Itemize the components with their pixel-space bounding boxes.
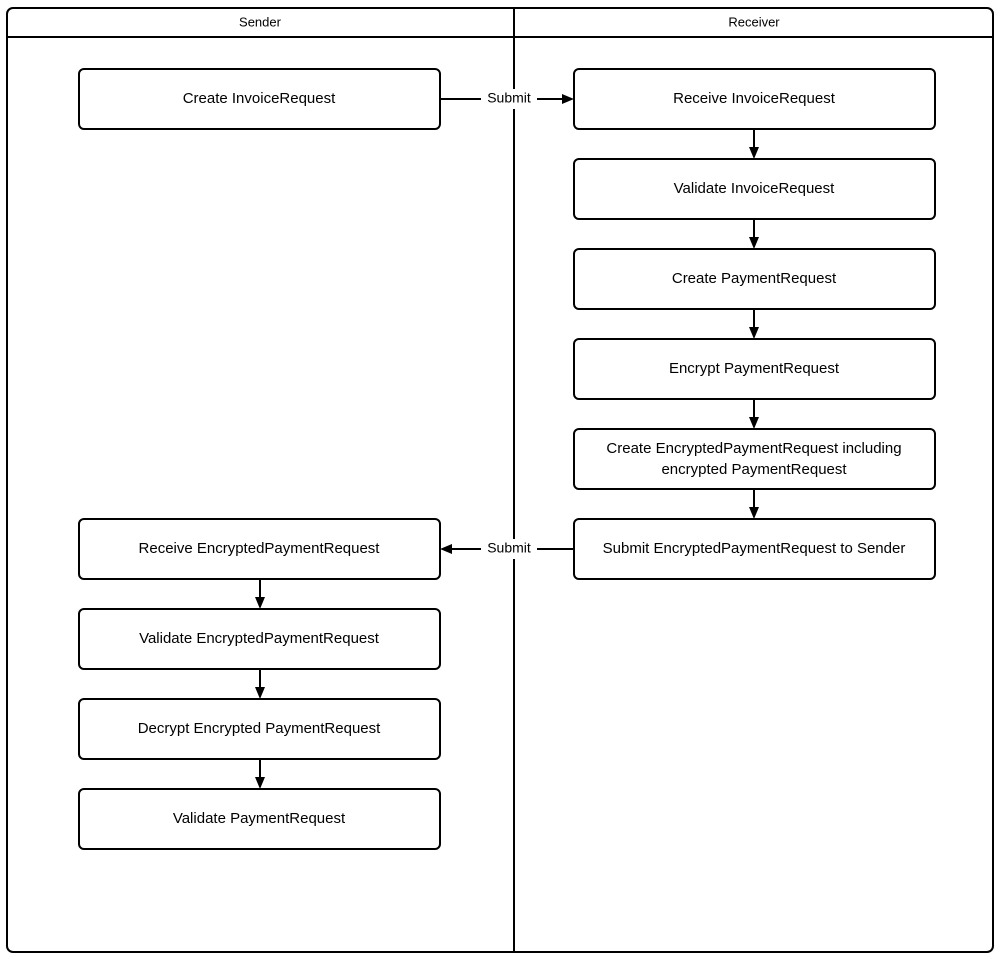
node-decrypt-encrypted-paymentrequest[interactable]: Decrypt Encrypted PaymentRequest <box>78 698 441 760</box>
edge-n2-n3 <box>749 129 759 159</box>
node-box-n5[interactable] <box>573 338 936 400</box>
node-box-n11[interactable] <box>78 788 441 850</box>
node-box-n4[interactable] <box>573 248 936 310</box>
edge-label-bg-e7 <box>481 539 537 559</box>
node-label-n1: Create InvoiceRequest <box>183 90 336 107</box>
node-label-n8: Receive EncryptedPaymentRequest <box>139 540 381 557</box>
node-label-n9: Validate EncryptedPaymentRequest <box>139 630 380 647</box>
edge-n10-n11 <box>255 759 265 789</box>
arrow-head-e4 <box>749 327 759 339</box>
lane-title-sender: Sender <box>239 14 282 29</box>
edge-n6-n7 <box>749 489 759 519</box>
node-label-n2: Receive InvoiceRequest <box>673 90 836 107</box>
arrow-head-e9 <box>255 687 265 699</box>
node-box-n10[interactable] <box>78 698 441 760</box>
node-label-n7: Submit EncryptedPaymentRequest to Sender <box>603 540 906 557</box>
node-label-n6-line1: Create EncryptedPaymentRequest including <box>606 440 901 457</box>
arrow-head-e10 <box>255 777 265 789</box>
node-box-n8[interactable] <box>78 518 441 580</box>
edge-n3-n4 <box>749 219 759 249</box>
lane-header-sender: Sender <box>239 14 282 29</box>
node-validate-encryptedpaymentrequest[interactable]: Validate EncryptedPaymentRequest <box>78 608 441 670</box>
node-label-n6-line2: encrypted PaymentRequest <box>661 461 847 478</box>
node-box-n3[interactable] <box>573 158 936 220</box>
node-label-n10: Decrypt Encrypted PaymentRequest <box>138 720 381 737</box>
node-box-n1[interactable] <box>78 68 441 130</box>
lane-frame <box>6 7 994 953</box>
node-create-invoicerequest[interactable]: Create InvoiceRequest <box>78 68 441 130</box>
node-box-n9[interactable] <box>78 608 441 670</box>
edge-n5-n6 <box>749 399 759 429</box>
node-validate-invoicerequest[interactable]: Validate InvoiceRequest <box>573 158 936 220</box>
arrow-head-e2 <box>749 147 759 159</box>
node-create-encryptedpaymentrequest[interactable]: Create EncryptedPaymentRequest including… <box>573 428 936 490</box>
lane-title-receiver: Receiver <box>728 14 780 29</box>
node-box-n2[interactable] <box>573 68 936 130</box>
node-validate-paymentrequest[interactable]: Validate PaymentRequest <box>78 788 441 850</box>
arrow-head-e3 <box>749 237 759 249</box>
node-create-paymentrequest[interactable]: Create PaymentRequest <box>573 248 936 310</box>
edge-n4-n5 <box>749 309 759 339</box>
arrow-head-e5 <box>749 417 759 429</box>
diagram-outer-border <box>6 7 994 953</box>
node-label-n4: Create PaymentRequest <box>672 270 837 287</box>
arrow-head-e8 <box>255 597 265 609</box>
node-label-n3: Validate InvoiceRequest <box>674 180 835 197</box>
edge-n8-n9 <box>255 579 265 609</box>
edge-label-e1: Submit <box>487 90 531 106</box>
node-submit-encryptedpaymentrequest-to-sender[interactable]: Submit EncryptedPaymentRequest to Sender <box>573 518 936 580</box>
node-encrypt-paymentrequest[interactable]: Encrypt PaymentRequest <box>573 338 936 400</box>
arrow-head-e6 <box>749 507 759 519</box>
edge-label-bg-e1 <box>481 89 537 109</box>
edge-n9-n10 <box>255 669 265 699</box>
node-box-n7[interactable] <box>573 518 936 580</box>
node-label-n11: Validate PaymentRequest <box>173 810 346 827</box>
edge-label-e7: Submit <box>487 540 531 556</box>
edge-submit-encryptedpaymentrequest: Submit <box>440 539 574 559</box>
arrow-head-e1 <box>562 94 574 104</box>
node-receive-invoicerequest[interactable]: Receive InvoiceRequest <box>573 68 936 130</box>
edge-submit-invoicerequest: Submit <box>440 89 574 109</box>
node-box-n6[interactable] <box>573 428 936 490</box>
node-label-n5: Encrypt PaymentRequest <box>669 360 840 377</box>
arrow-head-e7 <box>440 544 452 554</box>
node-receive-encryptedpaymentrequest[interactable]: Receive EncryptedPaymentRequest <box>78 518 441 580</box>
lane-header-receiver: Receiver <box>728 14 780 29</box>
